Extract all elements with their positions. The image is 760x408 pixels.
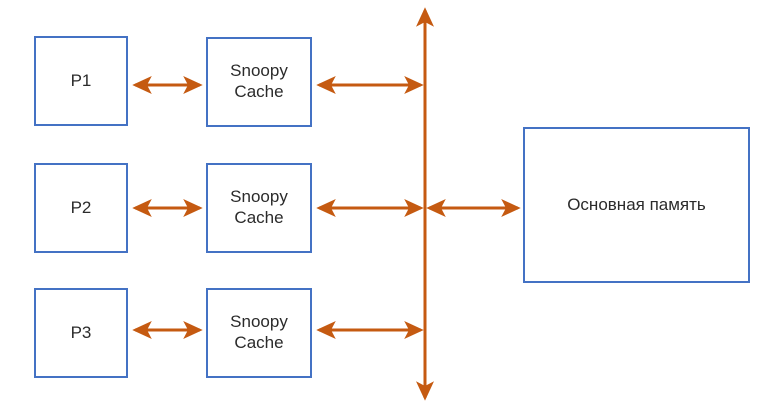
snoopy-cache-label-3: Snoopy Cache <box>230 312 288 352</box>
processor-label-p2: P2 <box>70 197 92 217</box>
main-memory-label: Основная память <box>567 194 706 214</box>
snoopy-cache-label-1: Snoopy Cache <box>230 61 288 101</box>
processor-box-p2[interactable]: P2 <box>34 163 128 253</box>
main-memory-box[interactable]: Основная память <box>523 127 750 283</box>
snoopy-cache-label-2: Snoopy Cache <box>230 187 288 227</box>
processor-box-p1[interactable]: P1 <box>34 36 128 126</box>
snoopy-cache-box-1[interactable]: Snoopy Cache <box>206 37 312 127</box>
snoopy-cache-box-3[interactable]: Snoopy Cache <box>206 288 312 378</box>
processor-label-p3: P3 <box>70 322 92 342</box>
processor-box-p3[interactable]: P3 <box>34 288 128 378</box>
processor-label-p1: P1 <box>70 70 92 90</box>
snoopy-cache-box-2[interactable]: Snoopy Cache <box>206 163 312 253</box>
